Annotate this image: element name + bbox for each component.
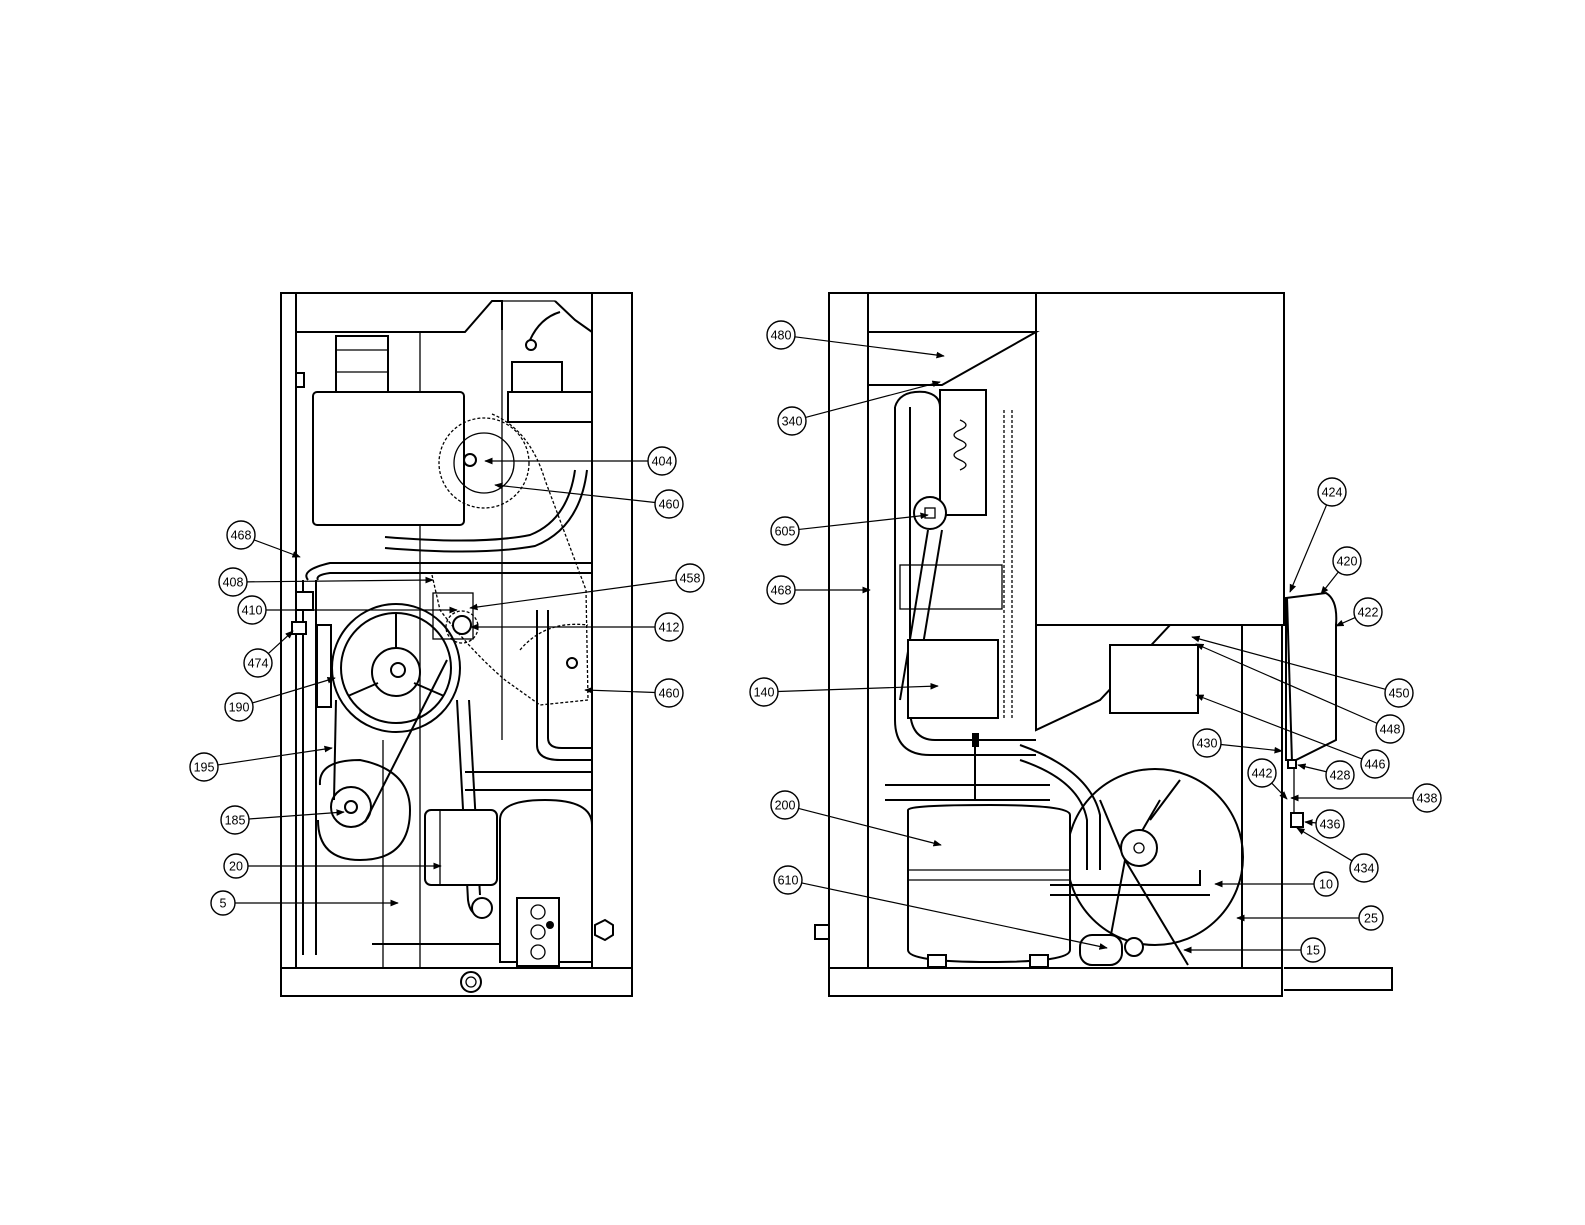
callout-10: 10 <box>1215 872 1338 896</box>
callout-number: 430 <box>1197 737 1218 751</box>
callout-20: 20 <box>224 854 441 878</box>
leader-line <box>1336 618 1355 626</box>
callout-605: 605 <box>771 515 928 545</box>
callout-number: 436 <box>1320 818 1341 832</box>
callout-number: 408 <box>223 576 244 590</box>
callout-5: 5 <box>211 891 398 915</box>
callout-number: 340 <box>782 415 803 429</box>
callout-424: 424 <box>1290 478 1346 592</box>
callout-412: 412 <box>471 613 683 641</box>
callout-468: 468 <box>227 521 300 557</box>
callout-number: 458 <box>680 572 701 586</box>
callout-number: 450 <box>1389 687 1410 701</box>
callout-number: 404 <box>652 455 673 469</box>
leader-line <box>1298 765 1326 772</box>
callout-number: 185 <box>225 814 246 828</box>
callout-195: 195 <box>190 748 332 781</box>
callout-number: 140 <box>754 686 775 700</box>
callout-25: 25 <box>1237 906 1383 930</box>
leader-line <box>1305 822 1316 823</box>
leader-line <box>1196 695 1362 759</box>
leader-line <box>254 540 300 557</box>
callout-474: 474 <box>244 631 293 677</box>
callout-number: 448 <box>1380 723 1401 737</box>
callout-number: 410 <box>242 604 263 618</box>
callout-468: 468 <box>767 576 870 604</box>
leader-line <box>470 580 676 608</box>
leader-line <box>806 382 940 417</box>
callout-number: 446 <box>1365 758 1386 772</box>
callout-340: 340 <box>778 382 940 435</box>
leader-line <box>795 337 944 356</box>
callout-number: 25 <box>1364 912 1378 926</box>
callout-422: 422 <box>1336 598 1382 626</box>
callout-430: 430 <box>1193 729 1282 757</box>
callout-number: 424 <box>1322 486 1343 500</box>
callout-number: 15 <box>1306 944 1320 958</box>
left-cabinet-view <box>281 293 632 996</box>
callout-404: 404 <box>485 447 676 475</box>
callout-185: 185 <box>221 806 344 834</box>
callout-438: 438 <box>1291 784 1441 812</box>
leader-line <box>1321 572 1338 594</box>
callout-number: 480 <box>771 329 792 343</box>
callout-number: 610 <box>778 874 799 888</box>
callout-number: 438 <box>1417 792 1438 806</box>
callout-number: 468 <box>771 584 792 598</box>
leader-line <box>1272 783 1287 799</box>
callout-number: 5 <box>220 897 227 911</box>
callout-460: 460 <box>495 485 683 518</box>
leader-line <box>1290 505 1327 592</box>
callout-number: 420 <box>1337 555 1358 569</box>
callout-number: 460 <box>659 498 680 512</box>
leader-line <box>585 690 655 693</box>
leader-line <box>1221 744 1282 751</box>
callout-460: 460 <box>585 679 683 707</box>
callout-number: 190 <box>229 701 250 715</box>
callout-number: 10 <box>1319 878 1333 892</box>
callout-number: 442 <box>1252 767 1273 781</box>
callout-480: 480 <box>767 321 944 356</box>
callout-number: 605 <box>775 525 796 539</box>
callout-428: 428 <box>1298 761 1354 789</box>
callout-458: 458 <box>470 564 704 608</box>
callout-number: 200 <box>775 799 796 813</box>
callout-number: 474 <box>248 657 269 671</box>
callout-number: 195 <box>194 761 215 775</box>
callout-number: 428 <box>1330 769 1351 783</box>
right-cabinet-view <box>815 293 1392 996</box>
callout-number: 460 <box>659 687 680 701</box>
callout-number: 20 <box>229 860 243 874</box>
leader-line <box>218 748 332 765</box>
callout-15: 15 <box>1184 938 1325 962</box>
callout-number: 412 <box>659 621 680 635</box>
callout-420: 420 <box>1321 547 1361 594</box>
callout-number: 422 <box>1358 606 1379 620</box>
leader-line <box>247 580 433 582</box>
callout-number: 434 <box>1354 862 1375 876</box>
callout-436: 436 <box>1305 810 1344 838</box>
leader-line <box>799 515 928 529</box>
callout-number: 468 <box>231 529 252 543</box>
